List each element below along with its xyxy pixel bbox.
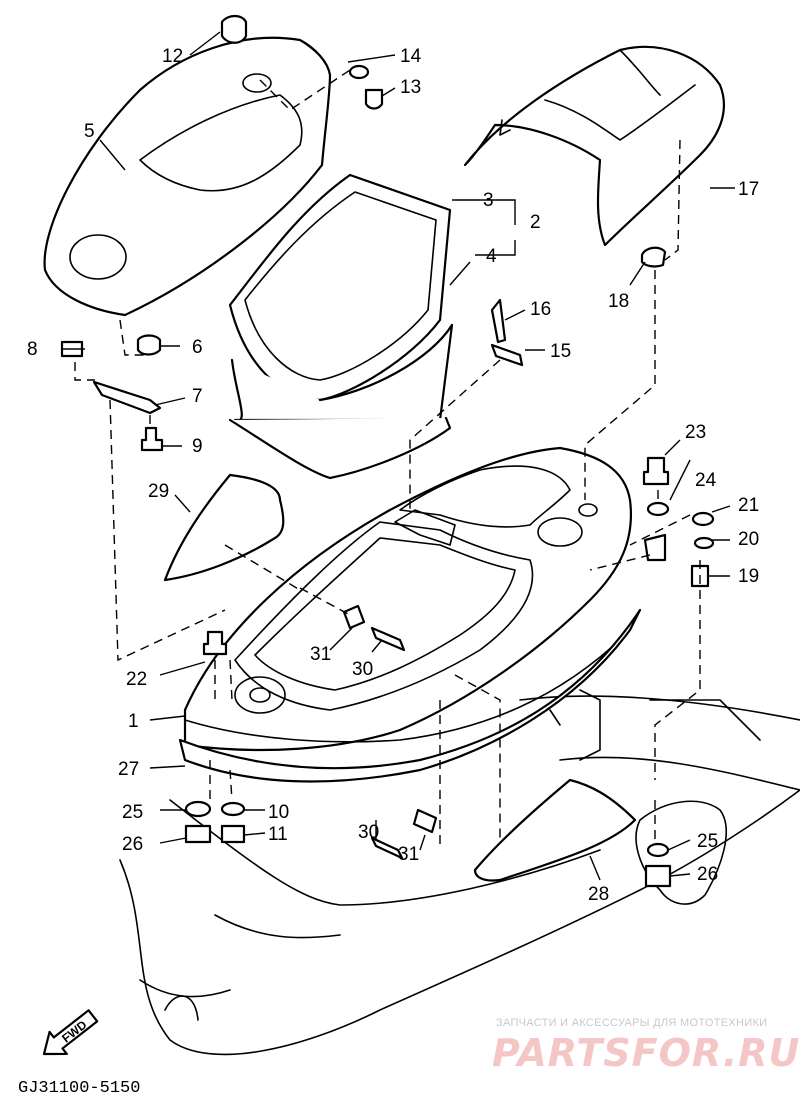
callout-3: 3 [483,190,494,211]
callout-15: 15 [550,341,571,362]
callout-22: 22 [126,669,147,690]
callout-26-left: 26 [122,834,143,855]
callout-11: 11 [268,824,288,845]
part-28-side-panel [473,778,637,882]
callout-10: 10 [268,802,289,823]
callout-13: 13 [400,77,421,98]
part-6-7-8-9-fasteners [60,334,164,452]
part-30-31-lower [370,808,438,860]
callout-23: 23 [685,422,706,443]
part-10-11-25-26-left [184,800,246,844]
callout-25-left: 25 [122,802,143,823]
fwd-arrow: FWD [42,1009,99,1056]
part-2-storage-box [228,173,454,480]
diagram-code: GJ31100-5150 [18,1079,140,1098]
callout-8: 8 [27,339,38,360]
callout-14: 14 [400,46,422,67]
callout-12: 12 [162,46,183,67]
callout-28: 28 [588,884,609,905]
callout-2: 2 [530,212,541,233]
part-18-clip [640,246,667,268]
callout-30-upper: 30 [352,659,373,680]
callout-18: 18 [608,291,629,312]
part-17-seat [463,45,725,247]
callout-31-lower: 31 [398,844,419,865]
part-19-to-24-fasteners [642,456,715,588]
watermark-tagline: ЗАПЧАСТИ И АКСЕССУАРЫ ДЛЯ МОТОТЕХНИКИ [496,1017,767,1029]
part-29-side-panel [163,473,285,582]
part-13-14-fasteners [348,64,384,110]
callout-9: 9 [192,436,203,457]
part-25-26-right [635,800,728,905]
callout-labels: 12 14 13 5 3 2 4 16 15 6 8 7 9 29 17 18 … [27,46,759,905]
callout-25-right: 25 [697,831,718,852]
part-15-16-bracket [490,298,524,367]
callout-4: 4 [486,246,497,267]
callout-1: 1 [128,711,139,732]
callout-20: 20 [738,529,759,550]
part-12-cap [220,14,248,44]
callout-7: 7 [192,386,203,407]
part-27-bumper [178,608,642,783]
callout-19: 19 [738,566,759,587]
leader-lines [62,31,735,881]
callout-30-lower: 30 [358,822,379,843]
watermark-logo: PARTSFOR.RU [492,1031,800,1075]
callout-6: 6 [192,337,203,358]
callout-29: 29 [148,481,169,502]
callout-5: 5 [84,121,95,142]
part-22-bolt [202,630,228,656]
part-1-deck [183,446,632,752]
hull-outline [119,689,800,1056]
callout-27: 27 [118,759,139,780]
callout-26-right: 26 [697,864,718,885]
callout-17: 17 [738,179,759,200]
part-5-hood-cover [43,36,332,317]
callout-31-upper: 31 [310,644,331,665]
alignment-lines [74,69,701,850]
callout-24: 24 [695,470,717,491]
part-30-31-upper [342,604,406,652]
callout-21: 21 [738,495,759,516]
callout-16: 16 [530,299,551,320]
